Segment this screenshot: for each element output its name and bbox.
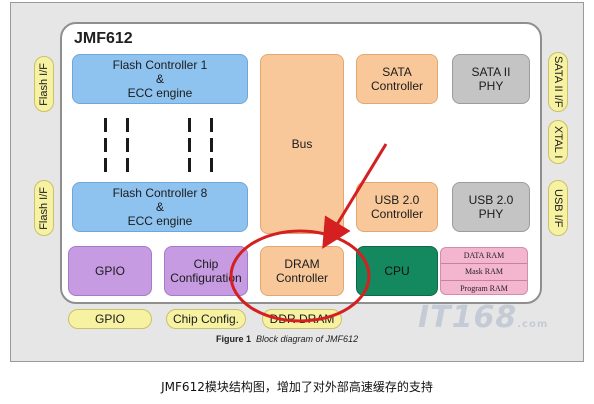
mask-ram-label: Mask RAM — [441, 263, 527, 279]
highlight-arrow — [322, 143, 388, 249]
bus-block: Bus — [260, 54, 344, 234]
dash-connector — [188, 138, 191, 152]
watermark: IT168.com — [418, 300, 548, 335]
figure-text: Block diagram of JMF612 — [256, 334, 359, 344]
program-ram-label: Program RAM — [441, 279, 527, 296]
flash-if-bottom-pill: Flash I/F — [34, 180, 54, 236]
sata-ii-if-pill: SATA II I/F — [548, 52, 568, 112]
flash-if-top-pill: Flash I/F — [34, 56, 54, 112]
flash-controller-1-block: Flash Controller 1 & ECC engine — [72, 54, 248, 104]
dram-controller-block: DRAM Controller — [260, 246, 344, 296]
chip-title: JMF612 — [74, 30, 133, 47]
dash-connector — [126, 118, 129, 132]
usb-if-label: USB I/F — [552, 188, 564, 228]
dash-connector — [210, 158, 213, 172]
usb-phy-block: USB 2.0 PHY — [452, 182, 530, 232]
figure-label: Figure 1 — [216, 334, 252, 344]
chip-config-pill: Chip Config. — [166, 309, 246, 329]
sata-controller-block: SATA Controller — [356, 54, 438, 104]
ram-block: DATA RAM Mask RAM Program RAM — [440, 247, 528, 295]
sata-phy-block: SATA II PHY — [452, 54, 530, 104]
xtal-pill: XTAL I — [548, 120, 568, 164]
dash-connector — [104, 158, 107, 172]
dash-connector — [104, 138, 107, 152]
gpio-block: GPIO — [68, 246, 152, 296]
dash-connector — [210, 118, 213, 132]
sata-ii-if-label: SATA II I/F — [552, 56, 564, 108]
page-caption: JMF612模块结构图，增加了对外部高速缓存的支持 — [161, 380, 433, 394]
dash-connector — [188, 158, 191, 172]
usb-if-pill: USB I/F — [548, 180, 568, 236]
data-ram-label: DATA RAM — [463, 251, 505, 260]
dash-connector — [188, 118, 191, 132]
usb-controller-block: USB 2.0 Controller — [356, 182, 438, 232]
dash-connector — [210, 138, 213, 152]
watermark-suffix: .com — [517, 319, 549, 330]
watermark-text: IT168 — [418, 300, 518, 335]
highlight-circle — [229, 229, 371, 323]
gpio-pill: GPIO — [68, 309, 152, 329]
dash-connector — [104, 118, 107, 132]
dash-connector — [126, 138, 129, 152]
figure-caption: Figure 1 Block diagram of JMF612 — [216, 334, 358, 344]
dash-connector — [126, 158, 129, 172]
xtal-label: XTAL I — [552, 125, 564, 159]
flash-controller-8-block: Flash Controller 8 & ECC engine — [72, 182, 248, 232]
